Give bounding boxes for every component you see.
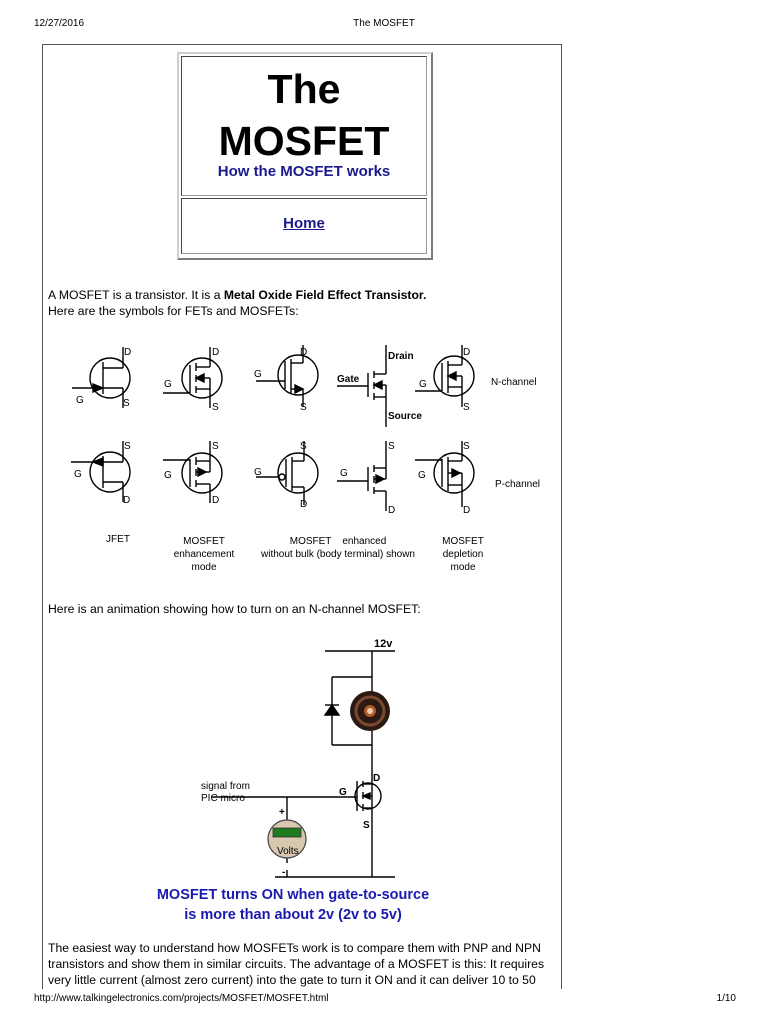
circuit-caption: MOSFET turns ON when gate-to-source is m… [143,885,443,925]
print-footer: http://www.talkingelectronics.com/projec… [0,993,768,1007]
pin-label: S [124,441,131,452]
plus-sign: + [279,807,285,818]
title-cell: The MOSFET How the MOSFET works [181,56,427,196]
pin-label: G [418,470,426,481]
pin-label: S [463,402,470,413]
label-mosfet-nobulk: MOSFET enhanced without bulk (body termi… [261,536,415,560]
mosfet-symbol [354,782,382,810]
fet-symbols-diagram: D S G D S G D S G Drain Gate Source D S … [71,345,540,516]
pin-label: Drain [388,351,414,362]
mosfet-dep-n-symbol [415,345,475,407]
label-mosfet-enh: MOSFET enhancement mode [173,536,235,573]
pin-label: S [463,441,470,452]
pin-label: G [254,467,262,478]
voltmeter-icon [267,819,307,859]
motor-icon [350,691,390,731]
pin-label: D [300,499,307,510]
intro-line-2: Here are the symbols for FETs and MOSFET… [48,304,299,318]
diode-symbol [323,703,341,716]
intro-paragraph: A MOSFET is a transistor. It is a Metal … [48,287,558,319]
animation-intro: Here is an animation showing how to turn… [48,602,421,616]
pin-label: S [123,398,130,409]
home-cell: Home [181,198,427,254]
mosfet-nobulk-n-symbol [256,345,319,407]
mosfet-dep-p-symbol [415,441,475,507]
pin-label: D [212,347,219,358]
page-title: The MOSFET [218,66,390,164]
jfet-n-symbol [72,347,131,408]
pin-g: G [339,787,347,798]
pin-label: S [212,441,219,452]
intro-bold-text: Metal Oxide Field Effect Transistor. [223,288,427,302]
mosfet-enh-n-symbol [163,347,223,408]
caption-line-1: MOSFET turns ON when gate-to-source [156,887,430,903]
pin-label: D [300,347,307,358]
print-header: 12/27/2016 The MOSFET [0,18,768,32]
signal-label: signal from PIC micro [201,781,250,804]
pin-label: G [74,469,82,480]
pin-label: D [123,495,130,506]
pin-label: Source [388,411,422,422]
pin-s: S [363,820,370,831]
pin-label: G [164,379,172,390]
page-subtitle: How the MOSFET works [217,163,391,180]
label-mosfet-dep: MOSFET depletion mode [442,536,484,573]
print-title: The MOSFET [353,18,415,29]
mosfet-enhanced-n-symbol [337,345,387,427]
pin-label: D [388,505,395,516]
pin-label: G [164,470,172,481]
caption-line-2: is more than about 2v (2v to 5v) [184,907,402,923]
pin-label: D [212,495,219,506]
print-url: http://www.talkingelectronics.com/projec… [34,993,329,1004]
mosfet-enh-p-symbol [163,441,223,503]
pin-label: G [419,379,427,390]
pin-label: S [300,402,307,413]
pin-label: D [463,347,470,358]
home-link[interactable]: Home [283,215,325,232]
pin-label: S [388,441,395,452]
row-label-p: P-channel [495,479,540,490]
title-table: The MOSFET How the MOSFET works Home [177,52,433,260]
pin-label: S [300,441,307,452]
page-frame: The MOSFET How the MOSFET works Home A M… [42,44,562,989]
pin-d: D [373,773,380,784]
intro-text: A MOSFET is a transistor. It is a [48,288,224,302]
mosfet-nobulk-p-symbol [256,441,319,505]
pin-label: G [254,369,262,380]
pin-label: Gate [337,374,360,385]
pin-label: G [76,395,84,406]
jfet-p-symbol [71,441,131,502]
label-jfet: JFET [106,534,130,545]
minus-sign: - [282,867,285,878]
mosfet-circuit-diagram: 12v D G S + - Volts [212,638,395,878]
meter-label: Volts [277,846,299,857]
pin-label: D [124,347,131,358]
supply-label: 12v [374,638,393,650]
pin-label: G [340,468,348,479]
mosfet-enhanced-p-symbol [337,441,387,511]
body-paragraph: The easiest way to understand how MOSFET… [48,941,545,987]
row-label-n: N-channel [491,377,537,388]
pin-label: D [463,505,470,516]
print-page-number: 1/10 [716,993,736,1004]
pin-label: S [212,402,219,413]
print-date: 12/27/2016 [34,18,85,29]
